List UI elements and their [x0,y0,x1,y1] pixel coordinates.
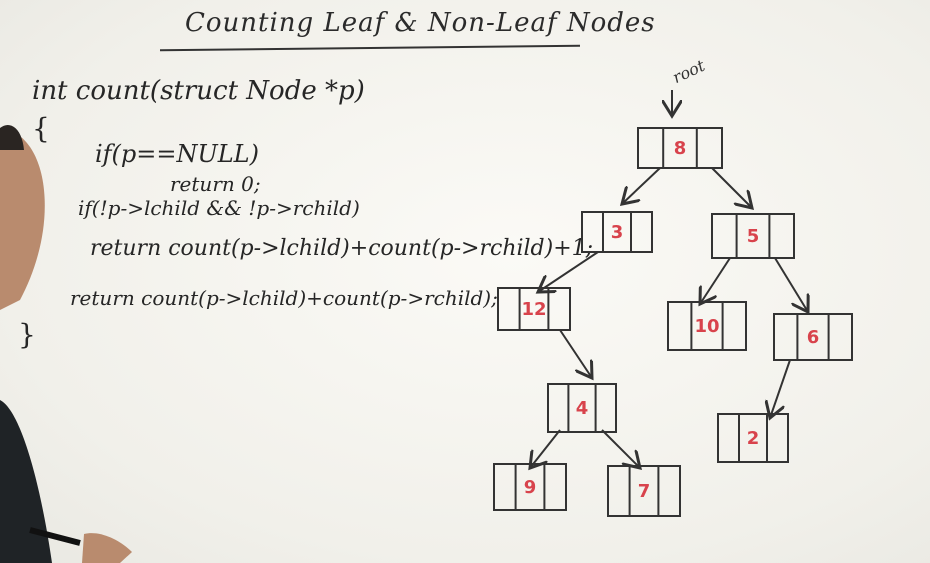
code-return-nonleaf-count: return count(p->lchild)+count(p->rchild)… [70,286,498,310]
tree-node-7 [607,465,681,517]
tree-node-9 [493,463,567,511]
tree-node-12 [497,287,571,331]
edge-4-7 [601,429,640,468]
edge-8-5 [711,167,752,208]
edge-4-9 [530,429,561,468]
edge-5-6 [774,257,808,312]
code-return-leaf-count: return count(p->lchild)+count(p->rchild)… [90,236,594,261]
tree-node-value: 8 [674,138,687,159]
tree-node-6 [773,313,853,361]
tree-node-value: 5 [747,226,760,247]
board-title: Counting Leaf & Non-Leaf Nodes [185,8,656,38]
tree-node-3 [581,211,653,253]
tree-node-4 [547,383,617,433]
tree-node-10 [667,301,747,351]
tree-node-5 [711,213,795,259]
code-function-signature: int count(struct Node *p) [32,76,365,106]
code-open-brace: { [32,112,50,145]
tree-node-value: 6 [807,327,820,348]
tree-node-2 [717,413,789,463]
edge-12-4 [559,329,592,378]
code-null-check: if(p==NULL) [95,140,259,168]
tree-node-8 [637,127,723,169]
edge-6-2 [770,359,791,418]
tree-node-value: 7 [638,481,651,502]
code-close-brace: } [18,318,36,351]
tree-node-value: 10 [694,316,719,337]
tree-node-value: 2 [747,428,760,449]
tree-node-value: 3 [611,222,624,243]
edge-3-12 [538,251,599,292]
tree-node-value: 12 [521,299,546,320]
edge-8-3 [622,167,661,204]
tree-node-value: 9 [524,477,537,498]
code-leaf-check: if(!p->lchild && !p->rchild) [78,196,360,220]
code-return-zero: return 0; [170,172,261,196]
tree-node-value: 4 [576,398,589,419]
edge-5-10 [700,257,731,304]
